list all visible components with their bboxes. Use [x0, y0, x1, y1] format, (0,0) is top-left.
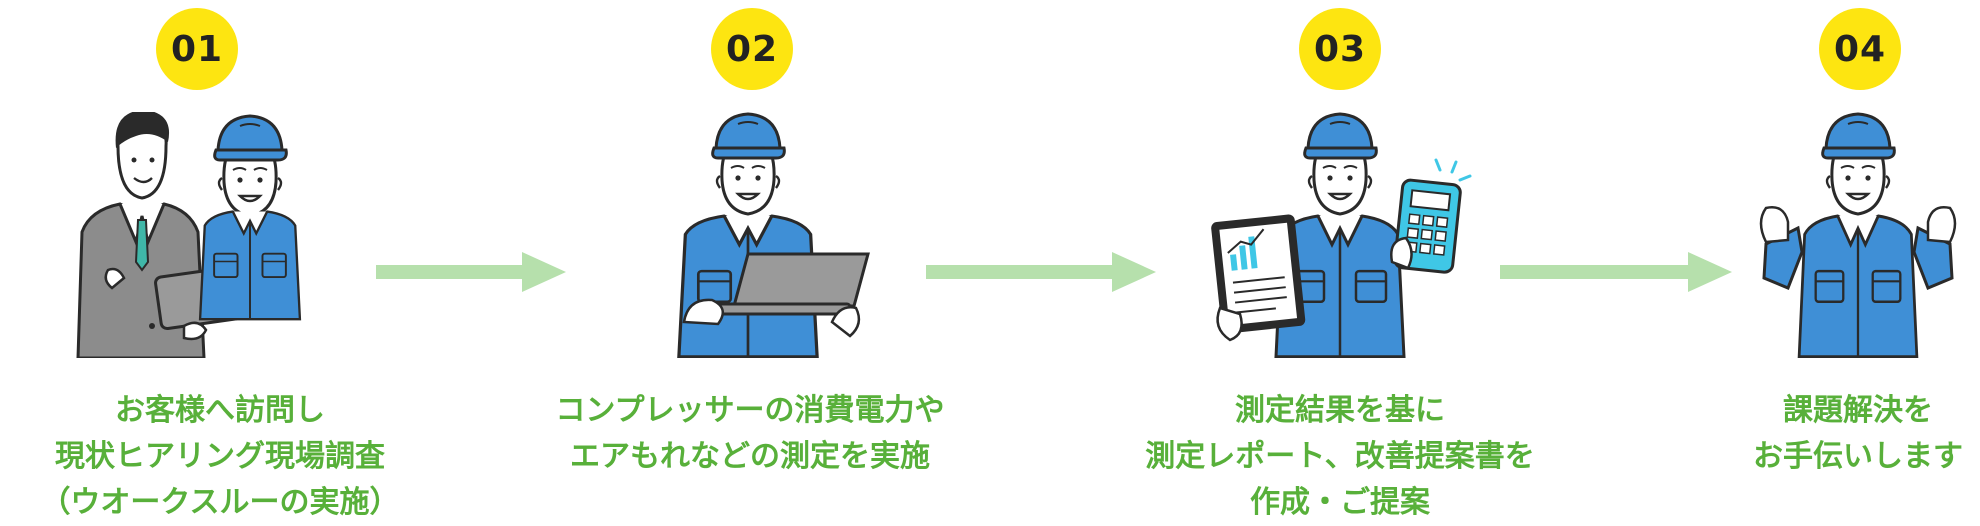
step-number-badge: 04 — [1819, 8, 1901, 90]
step-caption: 測定結果を基に 測定レポート、改善提案書を 作成・ご提案 — [1120, 388, 1560, 526]
caption-line: エアもれなどの測定を実施 — [570, 439, 930, 474]
step-1: 01 お客様へ訪問し 現状ヒアリング現場調査 （ウオークスルーの実施） — [0, 0, 440, 524]
caption-line: 現状ヒアリング現場調査 — [55, 439, 385, 474]
caption-line: お客様へ訪問し — [115, 393, 325, 428]
arrow-right-icon — [1500, 252, 1732, 292]
caption-line: 測定レポート、改善提案書を — [1145, 439, 1535, 474]
caption-line: 作成・ご提案 — [1250, 485, 1430, 520]
step-number-badge: 03 — [1299, 8, 1381, 90]
report-proposal-illustration — [1211, 112, 1472, 358]
step-caption: コンプレッサーの消費電力や エアもれなどの測定を実施 — [530, 388, 970, 480]
caption-line: （ウオークスルーの実施） — [40, 485, 400, 520]
problem-solved-illustration — [1759, 112, 1957, 358]
step-4: 04 課題解決を お手伝いします — [1540, 0, 1980, 524]
customer-hearing-illustration — [76, 112, 302, 358]
caption-line: お手伝いします — [1753, 439, 1963, 474]
step-number-badge: 01 — [156, 8, 238, 90]
step-3: 03 — [1120, 0, 1560, 524]
laptop-measurement-illustration — [677, 112, 870, 358]
arrow-right-icon — [376, 252, 566, 292]
step-number-badge: 02 — [711, 8, 793, 90]
arrow-right-icon — [926, 252, 1156, 292]
step-caption: 課題解決を お手伝いします — [1638, 388, 1980, 480]
caption-line: コンプレッサーの消費電力や — [555, 393, 945, 428]
caption-line: 課題解決を — [1783, 393, 1933, 428]
step-2: 02 コンプレッサーの消費電力や エアもれなどの測定を実施 — [530, 0, 970, 524]
caption-line: 測定結果を基に — [1235, 393, 1445, 428]
step-caption: お客様へ訪問し 現状ヒアリング現場調査 （ウオークスルーの実施） — [0, 388, 440, 526]
